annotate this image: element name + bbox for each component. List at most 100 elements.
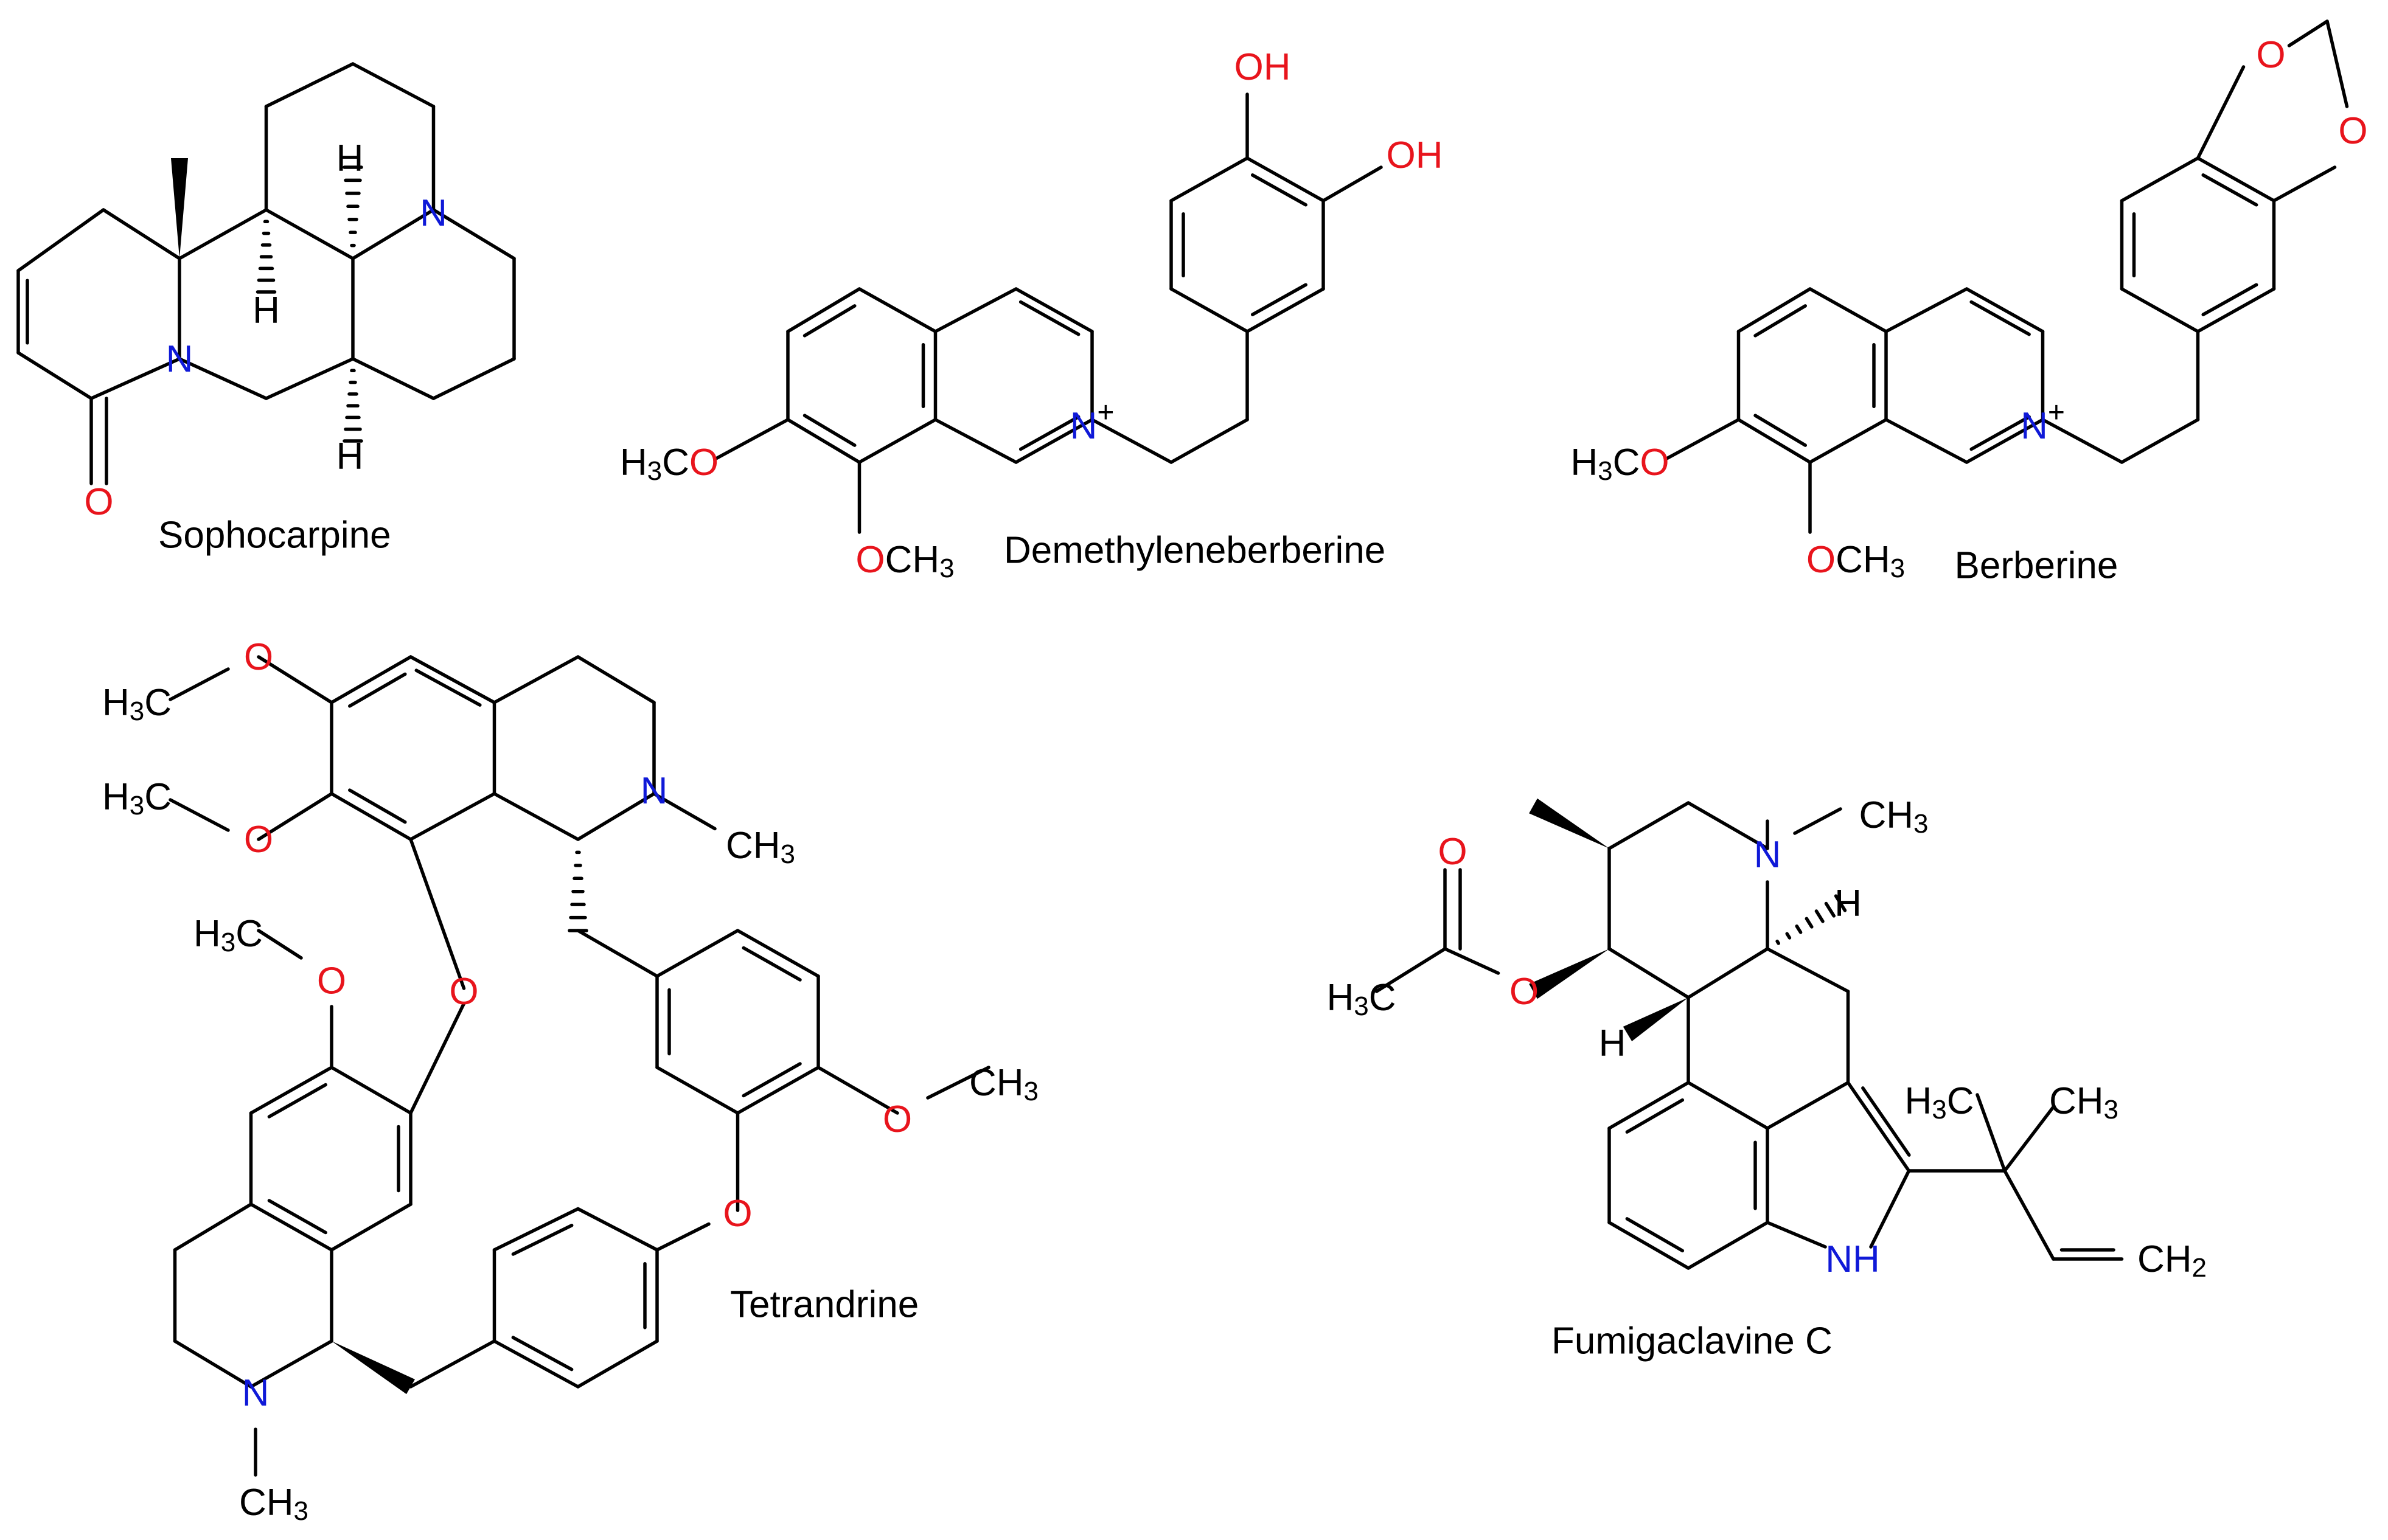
demethylene-ringA-bond (857, 418, 938, 464)
demethylene-name: Demethyleneberberine (1004, 530, 1385, 572)
fumi-hash-dash (1805, 917, 1814, 929)
berberine-ringD-bond (2120, 156, 2200, 203)
demethylene-db-inner (1018, 415, 1081, 451)
tet-O6: O (317, 960, 346, 1002)
tet-h3c: H3C (102, 682, 172, 726)
atom-label-layer: NNOHHHN+H3COOCH3OHOHN+H3COOCH3OOOOH3CH3C… (84, 34, 2367, 1526)
berberine-ringA-bond (1808, 287, 1888, 333)
tet-O2: O (244, 819, 273, 861)
tet-ch3c: CH3 (239, 1482, 308, 1526)
sopho-bond (102, 208, 181, 260)
berberine-db (1965, 287, 2045, 333)
tet-ringE-bond (492, 1339, 580, 1389)
tet-ringE-bond (492, 1207, 580, 1252)
sopho-bond (431, 208, 516, 260)
demethylene-OH: OH (1234, 46, 1291, 88)
demethylene-bond (933, 418, 1018, 464)
tet-nme (652, 792, 717, 831)
fumi-db (1846, 1081, 1911, 1173)
sopho-N: N (166, 338, 193, 380)
fumi-H: H (1834, 883, 1862, 924)
berberine-dioxole-bond4 (2325, 19, 2349, 108)
tet-ringC-bond (655, 929, 740, 978)
demethylene-bond (933, 287, 1018, 333)
berberine-ome-bond (1663, 418, 1741, 461)
demethylene-bond (1090, 418, 1173, 464)
tet-ringA-bond (330, 792, 413, 841)
demethylene-ringA-bond (786, 287, 862, 333)
fumi-bond (1687, 947, 1769, 999)
tet-me (169, 798, 230, 832)
fumi-wedge3 (1623, 997, 1688, 1042)
tet-ringF-inner-bond (267, 1199, 327, 1235)
tet-ringC-bond (736, 929, 820, 978)
berberine-ringD-inner-bond (2201, 173, 2258, 207)
tet-ringA-inner-bond (348, 788, 407, 824)
sopho-bond (351, 357, 436, 400)
demethylene-N-plus: N+ (1070, 397, 1115, 447)
tet-O5: O (723, 1193, 752, 1235)
sopho-H2: H (336, 137, 364, 179)
demethylene-h3co: H3CO (620, 442, 719, 486)
demethylene-ringA-bond (857, 287, 938, 333)
fumi-hash-dash (1834, 894, 1847, 912)
fumi-N: N (1754, 834, 1781, 876)
fumi-hash-dash (1824, 901, 1836, 918)
sopho-bond (264, 208, 355, 260)
fumi-bond (1975, 1093, 2007, 1173)
berberine-ringD-bond (2120, 287, 2200, 333)
berberine-ringA-inner-bond (1753, 414, 1808, 447)
fumi-ring-bond (1687, 1081, 1769, 1130)
demethylene-ringD-bond (1169, 287, 1249, 333)
sophocarpine-name: Sophocarpine (158, 515, 391, 557)
berberine-ringD-bond (2196, 156, 2276, 203)
tet-bond (409, 1339, 496, 1389)
demethylene-ringD-inner-bond (1250, 283, 1307, 316)
sopho-bond (16, 208, 105, 272)
demethylene-ringD-bond (1245, 156, 1325, 203)
fumi-h3c2: H3C (1904, 1080, 1974, 1125)
berberine-ringD-bond (2196, 287, 2276, 333)
berberine-dioxole-bond3 (2287, 19, 2329, 47)
berberine-och3: OCH3 (1806, 539, 1905, 583)
tet-bond (655, 1222, 711, 1252)
tet-ome3 (816, 1066, 899, 1115)
tetrandrine-name: Tetrandrine (730, 1284, 919, 1326)
tet-N2: N (242, 1372, 270, 1414)
berberine-ringA-bond (1736, 418, 1812, 464)
fumi-bond (2003, 1169, 2055, 1261)
tet-ringF-inner-bond (267, 1083, 327, 1119)
tet-bond (576, 655, 656, 704)
sopho-bond (264, 62, 355, 108)
fumi-hash-dash (1795, 924, 1803, 934)
berberine-dioxole-bond (2196, 65, 2246, 160)
fumi-bond (1607, 801, 1690, 850)
demethylene-oh-bond2 (1321, 165, 1383, 203)
fumi-ring-inner-bond (1625, 1098, 1685, 1134)
fumigaclavine-name: Fumigaclavine C (1551, 1320, 1833, 1362)
tet-ringE-bond (576, 1339, 659, 1389)
tet-me3 (926, 1066, 990, 1100)
sopho-O: O (84, 481, 113, 523)
demethylene-db-inner (1018, 300, 1081, 336)
tet-bond (173, 1339, 253, 1389)
tet-wedge (332, 1341, 415, 1395)
demethylene-och3: OCH3 (855, 539, 954, 583)
berberine-N-plus: N+ (2021, 397, 2065, 447)
berberine-bond (1884, 418, 1969, 464)
fumi-hash-dash (1814, 909, 1825, 923)
berberine-db (1965, 418, 2045, 464)
berberine-bond (1884, 287, 1969, 333)
tet-ch3: CH3 (726, 825, 795, 869)
demethylene-ringA-bond (786, 418, 862, 464)
sopho-bond (178, 357, 268, 400)
tet-h3c2: H3C (102, 776, 172, 820)
sopho-bond (351, 62, 436, 108)
fumi-wedge2 (1529, 949, 1609, 999)
tet-bond (249, 1339, 333, 1389)
fumi-ring-bond (1607, 1081, 1690, 1130)
tet-me (169, 667, 230, 701)
demethylene-OH2: OH (1387, 134, 1443, 176)
